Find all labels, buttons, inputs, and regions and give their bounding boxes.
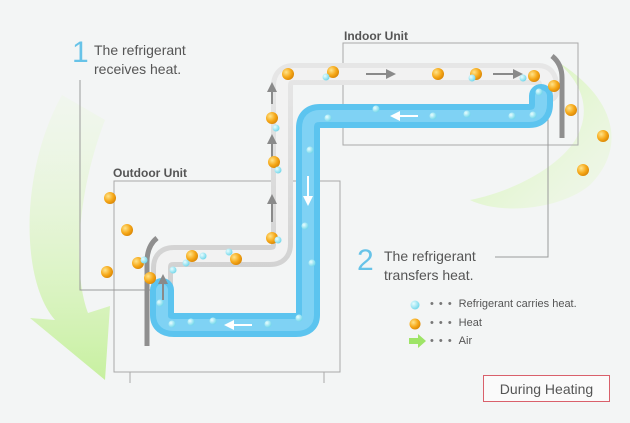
heat-particle: [144, 272, 156, 284]
legend-item-refrigerant: • • • Refrigerant carries heat.: [424, 298, 577, 310]
step-1-text-line-1: The refrigerant: [94, 42, 186, 58]
refrigerant-particle: [324, 114, 332, 122]
refrigerant-particle: [169, 266, 177, 274]
heat-particle: [104, 192, 116, 204]
flow-arrow-up: [267, 82, 277, 104]
flow-arrows: [158, 69, 523, 300]
refrigerant-particle: [187, 318, 195, 326]
refrigerant-particle: [295, 314, 303, 322]
step-1-leader-line: [79, 80, 150, 291]
refrigerant-particle: [529, 111, 537, 119]
legend-dots: • • •: [430, 317, 453, 329]
heat-particle: [230, 253, 242, 265]
legend-label: Heat: [458, 317, 482, 329]
refrigerant-particle: [508, 112, 516, 120]
refrigerant-particle: [264, 320, 272, 328]
refrigerant-particle: [535, 88, 543, 96]
refrigerant-particle: [182, 259, 190, 267]
refrigerant-particle: [156, 299, 164, 307]
heat-particle: [268, 156, 280, 168]
step-2-text-line-2: transfers heat.: [384, 267, 474, 283]
heat-particle: [186, 250, 198, 262]
heat-particle: [577, 164, 589, 176]
heat-particle: [548, 80, 560, 92]
indoor-unit-label: Indoor Unit: [344, 29, 408, 43]
refrigerant-particle: [274, 166, 282, 174]
cold-refrigerant-pipe-inner: [156, 90, 547, 331]
heat-particle: [101, 266, 113, 278]
refrigerant-particle: [519, 74, 527, 82]
legend-label: Air: [458, 335, 473, 347]
flow-arrows-cold: [224, 111, 418, 330]
step-2-leader-line: [495, 88, 549, 258]
warm-refrigerant-pipe-inner: [156, 68, 554, 306]
outdoor-heat-exchanger: [144, 236, 159, 346]
air-arrow-icon: [409, 334, 426, 348]
cold-refrigerant-pipe: [150, 84, 553, 337]
heat-particle: [597, 130, 609, 142]
legend-label: Refrigerant carries heat.: [458, 298, 577, 310]
refrigerant-particle: [463, 110, 471, 118]
legend-item-air: • • • Air: [424, 335, 472, 347]
flow-arrow-up: [158, 274, 168, 300]
refrigerant-particle: [322, 73, 330, 81]
heat-particle: [121, 224, 133, 236]
heat-dot-icon: [409, 318, 421, 330]
step-2-text-line-1: The refrigerant: [384, 248, 476, 264]
flow-arrow-right: [493, 69, 523, 79]
flow-arrow-left: [224, 320, 252, 330]
heat-particle: [565, 104, 577, 116]
refrigerant-particle: [306, 146, 314, 154]
heat-particle: [266, 112, 278, 124]
mode-badge: During Heating: [483, 375, 610, 402]
refrigerant-particle: [199, 252, 207, 260]
legend-item-heat: • • • Heat: [424, 317, 482, 329]
refrigerant-particle: [308, 259, 316, 267]
flow-arrow-up: [267, 194, 277, 222]
indoor-heat-exchanger: [550, 54, 565, 138]
heat-particle: [282, 68, 294, 80]
flow-arrow-left: [390, 111, 418, 121]
legend-dots: • • •: [430, 335, 453, 347]
refrigerant-particle: [429, 112, 437, 120]
mode-label: During Heating: [499, 380, 594, 397]
step-1-number: 1: [72, 36, 89, 69]
refrigerant-particle: [225, 248, 233, 256]
outdoor-unit-label: Outdoor Unit: [113, 166, 187, 180]
refrigerant-particle: [274, 236, 282, 244]
refrigerant-particles: [140, 73, 543, 328]
refrigerant-particle: [140, 256, 148, 264]
refrigerant-particle: [301, 222, 309, 230]
step-1-text-line-2: receives heat.: [94, 61, 182, 77]
flow-arrow-down: [303, 176, 313, 206]
refrigerant-particle: [209, 317, 217, 325]
indoor-air-flow-arrow: [470, 60, 612, 209]
refrigerant-particle: [168, 320, 176, 328]
refrigerant-particle: [272, 124, 280, 132]
refrigerant-particle: [468, 74, 476, 82]
heat-particle: [432, 68, 444, 80]
legend-dots: • • •: [430, 298, 453, 310]
outdoor-unit-box: [113, 180, 341, 373]
outdoor-air-flow-arrow: [29, 95, 110, 380]
refrigerant-dot-icon: [410, 300, 420, 310]
heat-particle: [528, 70, 540, 82]
flow-arrow-right: [366, 69, 396, 79]
heat-particle: [327, 66, 339, 78]
refrigerant-particle: [372, 105, 380, 113]
step-2-number: 2: [357, 244, 374, 277]
